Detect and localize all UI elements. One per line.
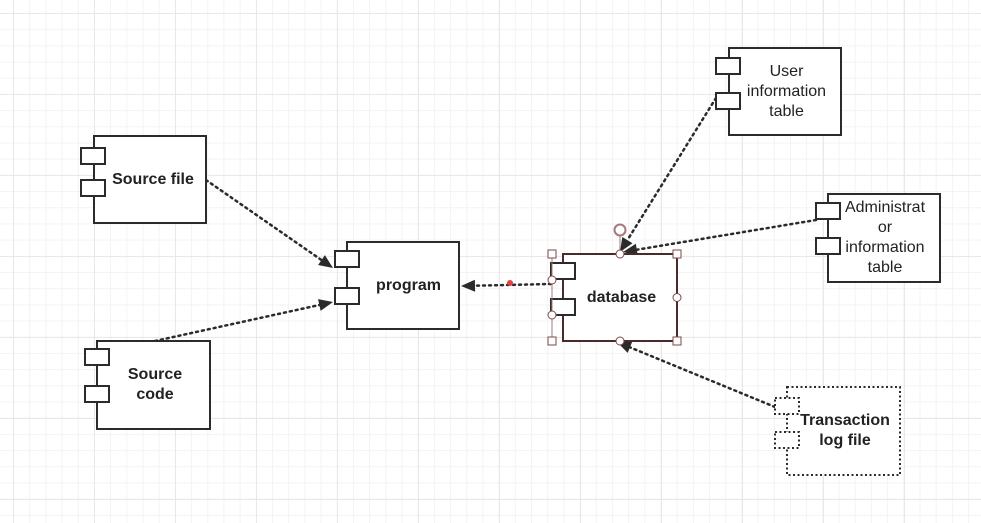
component-label-transaction-log: Transaction log file	[800, 412, 890, 449]
connector-admin-info-to-database[interactable]	[635, 218, 818, 251]
resize-handle-icon[interactable]	[672, 336, 682, 346]
component-user-info[interactable]	[715, 47, 842, 136]
component-port-icon	[84, 385, 110, 403]
component-port-icon	[80, 147, 106, 165]
component-label-user-info: User information table	[746, 62, 827, 120]
resize-handle-icon[interactable]	[672, 249, 682, 259]
component-body[interactable]	[786, 386, 901, 476]
component-port-icon	[550, 298, 576, 316]
connection-point-icon[interactable]	[547, 275, 557, 285]
connections-layer	[153, 96, 818, 409]
rotate-handle-icon[interactable]	[613, 223, 627, 237]
connection-point-icon[interactable]	[615, 336, 625, 346]
components-layer	[80, 47, 941, 476]
component-label-source-file: Source file	[112, 170, 194, 188]
component-admin-info[interactable]	[815, 193, 941, 283]
component-source-file[interactable]	[80, 135, 207, 224]
arrowhead-database	[623, 243, 638, 256]
arrowhead-program	[318, 255, 333, 268]
component-label-database: database	[586, 288, 657, 306]
component-transaction-log[interactable]	[774, 386, 901, 476]
component-body[interactable]	[93, 135, 207, 224]
component-body[interactable]	[827, 193, 941, 283]
connection-point-icon[interactable]	[672, 293, 682, 302]
component-port-icon	[334, 250, 360, 268]
component-port-icon	[815, 237, 841, 255]
connection-point-icon[interactable]	[615, 249, 625, 259]
component-source-code[interactable]	[84, 340, 211, 430]
resize-handle-icon[interactable]	[547, 336, 557, 346]
component-database[interactable]	[550, 253, 678, 342]
component-port-icon	[774, 431, 800, 449]
arrowhead-database	[620, 236, 633, 252]
selection-layer	[507, 223, 682, 346]
connector-source-code-to-program[interactable]	[153, 303, 321, 343]
component-port-icon	[715, 92, 741, 110]
component-label-source-code: Source code	[127, 366, 183, 403]
component-port-icon	[80, 179, 106, 197]
component-body[interactable]	[346, 241, 460, 330]
component-port-icon	[334, 287, 360, 305]
component-port-icon	[715, 57, 741, 75]
connection-point-icon[interactable]	[547, 310, 557, 320]
component-label-program: program	[376, 276, 441, 294]
component-program[interactable]	[334, 241, 460, 330]
component-port-icon	[550, 262, 576, 280]
component-port-icon	[815, 202, 841, 220]
component-body[interactable]	[728, 47, 842, 136]
connector-database-to-program[interactable]	[473, 282, 553, 287]
connector-source-file-to-program[interactable]	[204, 178, 323, 262]
arrowhead-program	[461, 279, 476, 292]
resize-handle-icon[interactable]	[547, 249, 557, 259]
connector-waypoint-icon[interactable]	[507, 280, 513, 286]
component-label-admin-info: Administrat or information table	[844, 199, 926, 276]
component-port-icon	[84, 348, 110, 366]
arrowhead-program	[318, 299, 333, 311]
connector-user-info-to-database[interactable]	[626, 96, 718, 242]
component-port-icon	[774, 397, 800, 415]
connector-transaction-log-to-database[interactable]	[628, 346, 777, 409]
